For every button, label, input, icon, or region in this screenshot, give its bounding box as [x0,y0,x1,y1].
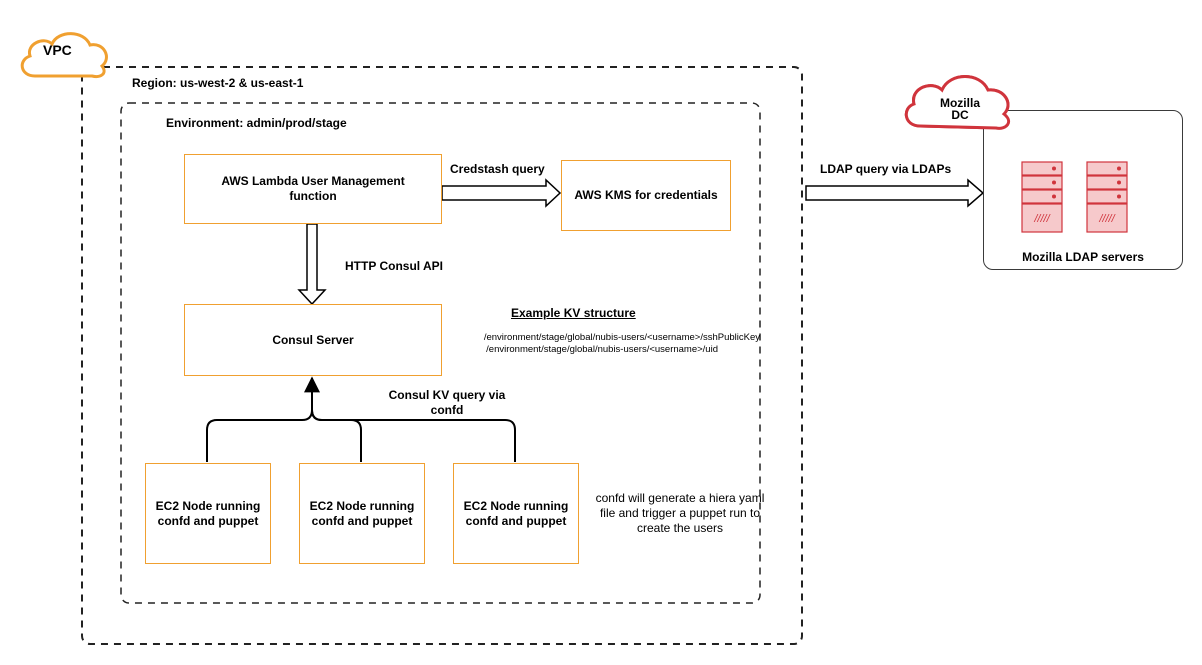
environment-container [120,102,761,604]
lambda-node: AWS Lambda User Management function [184,154,442,224]
edge-label-http-consul: HTTP Consul API [345,259,444,273]
vpc-cloud-icon [20,32,108,78]
region-label: Region: us-west-2 & us-east-1 [132,76,304,90]
ec2-node-2: EC2 Node running confd and puppet [299,463,425,564]
edge-label-ldap-query: LDAP query via LDAPs [820,162,952,176]
kms-node: AWS KMS for credentials [561,160,731,231]
ec2-node-1-label: EC2 Node running confd and puppet [155,498,261,528]
kms-node-label: AWS KMS for credentials [574,188,718,202]
consul-node: Consul Server [184,304,442,376]
ec2-node-1: EC2 Node running confd and puppet [145,463,271,564]
ldap-servers-box [983,110,1183,270]
arrow-vpc-to-ldap [805,178,985,208]
kv-structure-line-2: /environment/stage/global/nubis-users/<u… [486,344,718,355]
arrow-lambda-to-kms [441,178,562,208]
edge-label-credstash: Credstash query [450,162,545,176]
connector-ec2-to-consul [206,376,516,462]
ldap-servers-label: Mozilla LDAP servers [1022,250,1144,264]
vpc-container [81,66,803,645]
kv-structure-title: Example KV structure [511,306,636,320]
vpc-label: VPC [43,42,72,58]
kv-structure-line-1: /environment/stage/global/nubis-users/<u… [483,332,760,343]
confd-note: confd will generate a hiera yaml file an… [595,491,765,535]
ec2-node-3-label: EC2 Node running confd and puppet [463,498,569,528]
consul-node-label: Consul Server [272,332,354,347]
ec2-node-2-label: EC2 Node running confd and puppet [309,498,415,528]
lambda-node-label: AWS Lambda User Management function [221,174,405,203]
ec2-node-3: EC2 Node running confd and puppet [453,463,579,564]
environment-label: Environment: admin/prod/stage [166,116,347,130]
edge-label-consul-kv: Consul KV query via confd [388,388,506,417]
mozilla-dc-label-line2: DC [951,108,969,122]
arrow-lambda-to-consul [297,223,327,306]
